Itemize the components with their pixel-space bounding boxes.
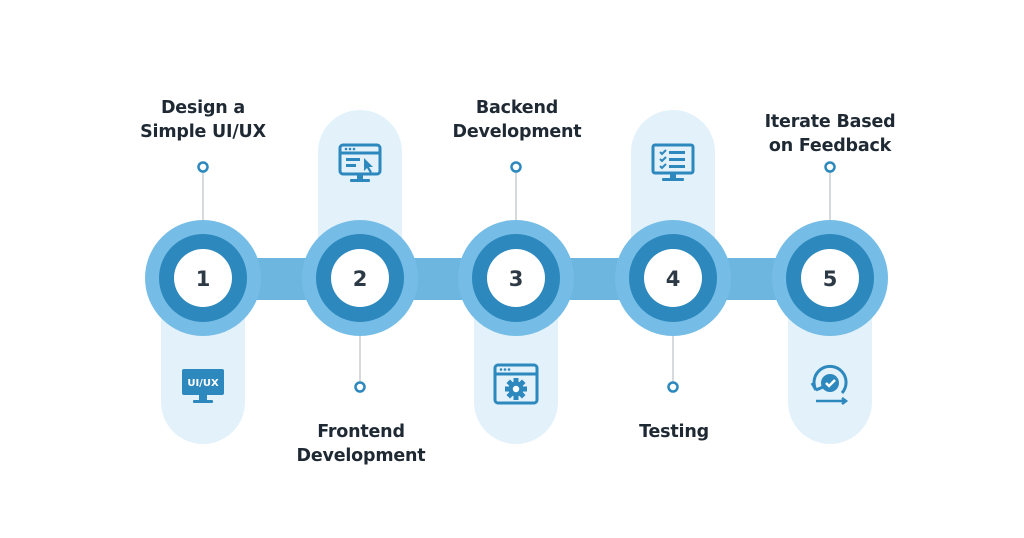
- step-2-title: Frontend Development: [296, 422, 426, 466]
- cursor-icon: [364, 158, 373, 173]
- step-1-title: Design a Simple UI/UX: [140, 98, 266, 142]
- step-2-center: [331, 249, 389, 307]
- gear-icon: [505, 378, 527, 400]
- step-5-title: Iterate Based on Feedback: [764, 112, 896, 156]
- step-3-center: [487, 249, 545, 307]
- step-2-number: 2: [353, 267, 368, 291]
- step-5-number: 5: [823, 267, 838, 291]
- step-1-center: [174, 249, 232, 307]
- step-4-number: 4: [666, 267, 681, 291]
- ui-ux-label: UI/UX: [187, 378, 219, 389]
- browser-cursor-icon: [338, 143, 382, 182]
- browser-gear-icon: [493, 363, 539, 405]
- step-4-center: [644, 249, 702, 307]
- step-3-number: 3: [509, 267, 524, 291]
- step-5-dot: [824, 161, 836, 173]
- step-1-number: 1: [196, 267, 211, 291]
- step-5-center: [801, 249, 859, 307]
- step-3-title: Backend Development: [452, 98, 582, 142]
- step-3-dot: [510, 161, 522, 173]
- ui-ux-monitor-icon: UI/UX: [182, 369, 224, 403]
- step-4-title: Testing: [639, 422, 709, 442]
- step-1-dot: [197, 161, 209, 173]
- refresh-check-icon: [810, 364, 849, 405]
- step-2-dot: [354, 381, 366, 393]
- step-4-dot: [667, 381, 679, 393]
- checklist-monitor-icon: [651, 143, 695, 181]
